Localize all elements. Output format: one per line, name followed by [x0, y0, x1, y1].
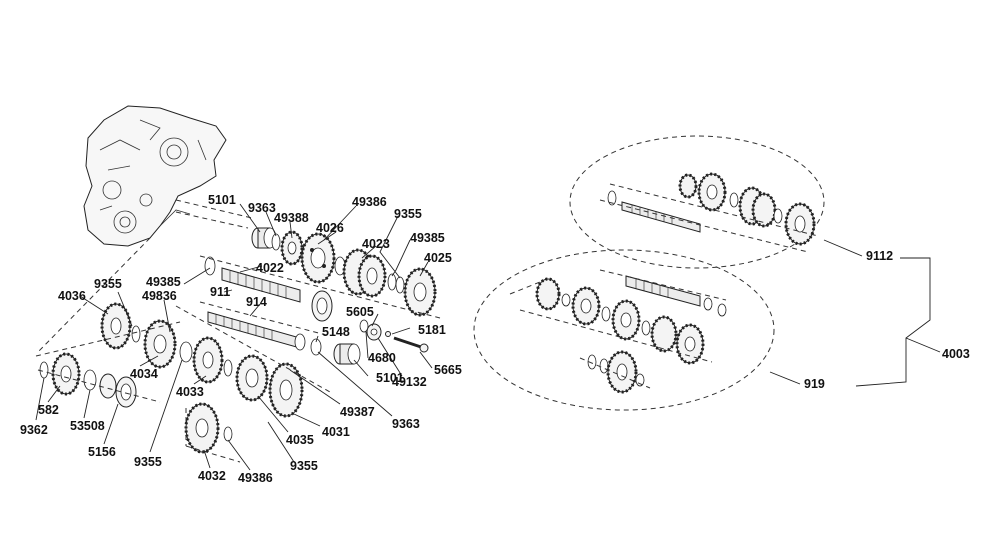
label-49385-right: 49385 — [410, 231, 445, 245]
label-5181: 5181 — [418, 323, 446, 337]
circlip-9363-bottom — [310, 338, 322, 356]
label-49385-left: 49385 — [146, 275, 181, 289]
label-9355-left: 9355 — [94, 277, 122, 291]
label-5101-top: 5101 — [208, 193, 236, 207]
gear-4023 — [342, 248, 387, 298]
axis-guides — [35, 255, 441, 463]
projection-line — [175, 199, 253, 219]
label-4031: 4031 — [322, 425, 350, 439]
gear-4036 — [100, 302, 132, 350]
label-49132: 49132 — [392, 375, 427, 389]
gear-4025 — [403, 267, 437, 317]
label-5101-bottom: 5101 — [376, 371, 404, 385]
circlip-9355-top — [395, 276, 405, 294]
label-4026: 4026 — [316, 221, 344, 235]
label-4036: 4036 — [58, 289, 86, 303]
label-49836: 49836 — [142, 289, 177, 303]
label-5605: 5605 — [346, 305, 374, 319]
label-9355-mid: 9355 — [134, 455, 162, 469]
washer-49385-left — [204, 256, 216, 276]
label-5665: 5665 — [434, 363, 462, 377]
washer-914 — [294, 333, 306, 351]
label-4034: 4034 — [130, 367, 158, 381]
label-9363-bottom: 9363 — [392, 417, 420, 431]
label-914: 914 — [246, 295, 267, 309]
label-5156: 5156 — [88, 445, 116, 459]
washer-49836 — [179, 341, 193, 363]
sprocket-582 — [51, 352, 81, 396]
label-4035: 4035 — [286, 433, 314, 447]
label-49387: 49387 — [340, 405, 375, 419]
label-49388: 49388 — [274, 211, 309, 225]
label-9355-top: 9355 — [394, 207, 422, 221]
label-49386-bottom: 49386 — [238, 471, 273, 485]
part-4680 — [359, 319, 369, 333]
label-53508: 53508 — [70, 419, 105, 433]
circlip-9362 — [39, 361, 49, 379]
washer-49386-bottom — [223, 426, 233, 442]
subassembly-919 — [509, 269, 727, 394]
washer-49385-right — [387, 273, 397, 291]
subassembly-9112-outline — [569, 135, 825, 269]
circlip-9363-top — [271, 233, 281, 251]
seal-53508 — [83, 369, 97, 391]
gear-4026 — [300, 232, 336, 284]
gear-4033 — [192, 336, 224, 384]
label-4033: 4033 — [176, 385, 204, 399]
leader-lines — [35, 203, 433, 471]
label-4022: 4022 — [256, 261, 284, 275]
label-919: 919 — [804, 377, 825, 391]
label-4023: 4023 — [362, 237, 390, 251]
part-5181 — [385, 331, 391, 337]
bearing-5101-bottom — [333, 343, 361, 365]
part-5605 — [366, 323, 382, 341]
label-4025: 4025 — [424, 251, 452, 265]
projection-line — [175, 211, 249, 229]
label-9112: 9112 — [866, 249, 893, 263]
bolt-5665 — [393, 336, 429, 353]
assembly-brackets — [769, 239, 941, 387]
subassembly-919-outline — [473, 249, 775, 411]
crankcase-illustration — [83, 105, 227, 247]
bearing-5148 — [311, 290, 333, 322]
shaft-4022 — [221, 267, 301, 303]
label-582: 582 — [38, 403, 59, 417]
bearing-5156 — [99, 373, 137, 408]
label-9363-top: 9363 — [248, 201, 276, 215]
gear-4035 — [235, 354, 269, 402]
label-49386-top: 49386 — [352, 195, 387, 209]
label-4003: 4003 — [942, 347, 970, 361]
gear-4034 — [143, 319, 177, 369]
label-4032: 4032 — [198, 469, 226, 483]
circlip-9355-mid — [223, 359, 233, 377]
label-911: 911 — [210, 285, 230, 299]
label-5148: 5148 — [322, 325, 350, 339]
label-9355-bottom: 9355 — [290, 459, 318, 473]
label-9362: 9362 — [20, 423, 48, 437]
gear-4032 — [184, 402, 220, 454]
subassembly-9112 — [599, 172, 819, 253]
label-4680: 4680 — [368, 351, 396, 365]
gear-4031 — [268, 362, 304, 418]
circlip-9355-left — [131, 325, 141, 343]
shaft-911 — [207, 311, 301, 349]
